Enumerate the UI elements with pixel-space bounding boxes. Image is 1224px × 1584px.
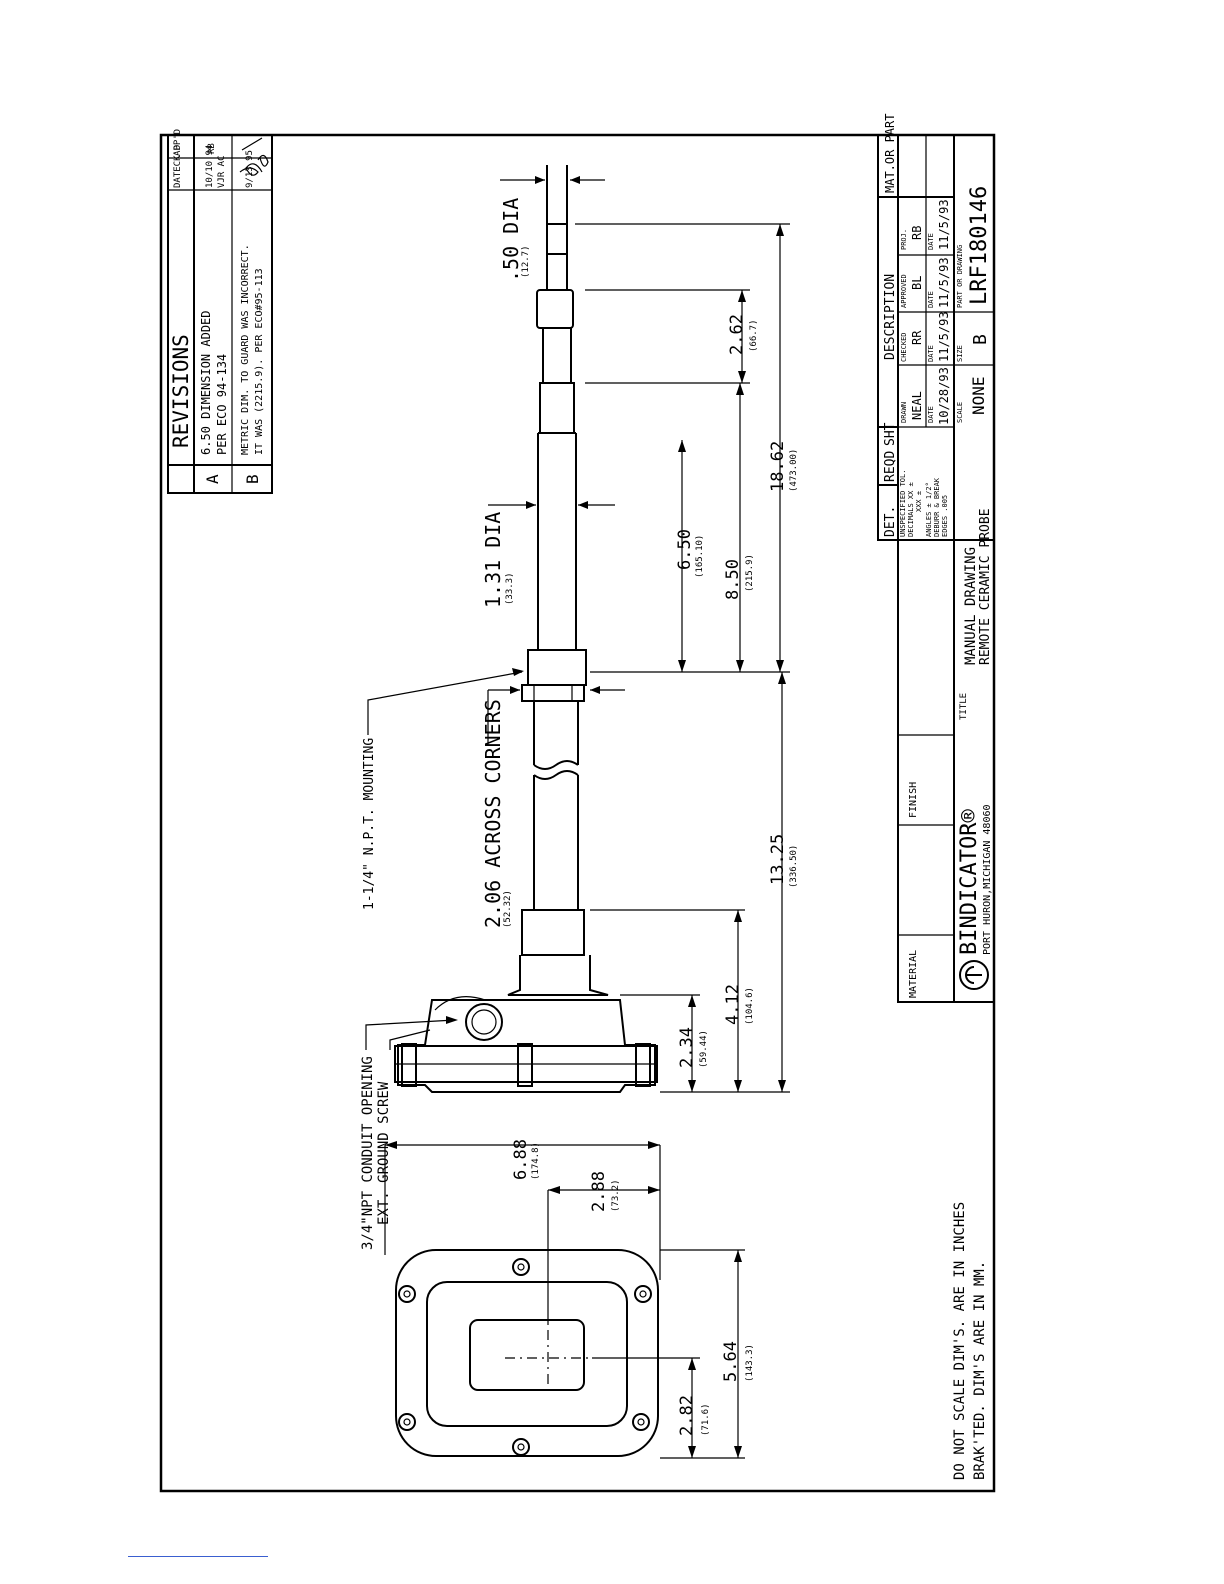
dim-rod-dia: .50 DIA <box>499 198 523 282</box>
dim-288: 2.88 <box>589 1171 609 1212</box>
dim-688-mm: (174.8) <box>531 1142 541 1180</box>
tb-tol1: UNSPECIFIED TOL. <box>899 470 907 537</box>
rev-a-date: 10/10 94 <box>205 145 215 188</box>
dim-564: 5.64 <box>721 1341 741 1382</box>
dim-282-mm: (71.6) <box>701 1403 711 1436</box>
tb-size-label: SIZE <box>956 345 964 362</box>
rev-b-letter: B <box>243 474 262 484</box>
dim-650: 6.50 <box>675 529 695 570</box>
tb-size: B <box>970 334 991 345</box>
dim-650-mm: (165.10) <box>695 535 705 578</box>
tb-mat-part: MAT.OR PART <box>883 114 897 193</box>
note-line-1: DO NOT SCALE DIM'S. ARE IN INCHES <box>952 1202 968 1480</box>
rev-b-date: 9/13 95 <box>245 150 255 188</box>
dim-262-mm: (66.7) <box>749 319 759 352</box>
dim-1325-mm: (336.50) <box>789 845 799 888</box>
approval-signature <box>239 137 269 176</box>
callout-conduit-opening: 3/4"NPT CONDUIT OPENING <box>360 1056 376 1250</box>
dim-234: 2.34 <box>677 1027 697 1068</box>
tb-part-label: PART OR DRAWING <box>956 245 964 308</box>
dim-hex: 2.06 ACROSS CORNERS <box>481 699 505 928</box>
dimension-lines <box>365 176 790 1459</box>
dim-262: 2.62 <box>727 314 747 355</box>
revisions-title: REVISIONS <box>169 334 193 448</box>
tb-approved: BL <box>910 276 924 290</box>
tb-tol4: ANGLES ± 1/2° <box>925 482 933 537</box>
tb-tol6: EDGES .005 <box>941 495 949 537</box>
dim-234-mm: (59.44) <box>699 1030 709 1068</box>
tb-checked: RR <box>910 330 924 345</box>
rev-a-letter: A <box>203 474 222 484</box>
tb-checked-label: CHECKED <box>900 332 908 362</box>
dim-1862-mm: (473.00) <box>789 449 799 492</box>
dim-850-mm: (215.9) <box>745 554 755 592</box>
revisions-block: REVISIONS DATECK'D APP'D A 6.50 DIMENSIO… <box>167 129 273 494</box>
dim-rod-dia-mm: (12.7) <box>521 245 531 278</box>
page-link-underline[interactable] <box>128 1556 268 1557</box>
rev-b-desc2: IT WAS (2215.9). PER ECO#95-113 <box>254 268 265 455</box>
rev-header-datecheck: DATECK'D <box>173 145 183 188</box>
dim-tube-dia: 1.31 DIA <box>481 512 505 608</box>
tb-date-drawn: 10/28/93 <box>937 367 951 425</box>
dim-412-mm: (104.6) <box>745 987 755 1025</box>
callout-npt-mounting: 1-1/4" N.P.T. MOUNTING <box>362 738 377 910</box>
title-block: MAT.OR PART DESCRIPTION DET. REQD SHT UN… <box>877 114 995 1003</box>
rev-header-appd: APP'D <box>173 129 183 156</box>
tb-address: PORT HURON,MICHIGAN 48060 <box>982 804 993 955</box>
tb-date-label-2: DATE <box>927 345 935 362</box>
tb-date-label-3: DATE <box>927 291 935 308</box>
tb-proj-label: PROJ. <box>900 229 908 250</box>
tb-tol5: DEBURR & BREAK <box>933 477 941 537</box>
dim-288-mm: (73.2) <box>611 1179 621 1212</box>
dim-688: 6.88 <box>511 1139 531 1180</box>
tb-description: DESCRIPTION <box>883 274 898 360</box>
dim-tube-dia-mm: (33.3) <box>505 572 515 605</box>
dim-1862: 18.62 <box>768 441 788 492</box>
bolt-holes <box>398 1258 652 1456</box>
tb-reqd: REQD <box>883 451 898 482</box>
tb-part-no: LRF180146 <box>967 186 992 305</box>
tb-scale-label: SCALE <box>956 402 964 423</box>
hex-nut <box>521 684 585 702</box>
rev-a-appd: RB <box>207 143 217 154</box>
rev-a-ckd: VJR AC <box>217 155 227 188</box>
upper-thread <box>527 649 587 686</box>
dim-282: 2.82 <box>677 1395 697 1436</box>
dim-1325: 13.25 <box>768 834 788 885</box>
tb-finish-label: FINISH <box>908 782 919 818</box>
tb-proj: RB <box>910 226 924 240</box>
tb-date-label-4: DATE <box>927 233 935 250</box>
tb-det: DET. <box>883 506 898 537</box>
tb-tol3: XXX ± <box>915 491 923 512</box>
tb-company: BINDICATOR® <box>957 809 982 955</box>
tb-title-line2: REMOTE CERAMIC PROBE <box>978 508 993 665</box>
tb-title-label: TITLE <box>959 693 969 720</box>
note-line-2: BRAK'TED. DIM'S ARE IN MM. <box>972 1261 988 1480</box>
tb-approved-label: APPROVED <box>900 274 908 308</box>
company-logo <box>959 960 989 990</box>
tb-date-proj: 11/5/93 <box>937 199 951 250</box>
tb-title-line1: MANUAL DRAWING <box>963 547 979 665</box>
tb-material-label: MATERIAL <box>908 950 919 998</box>
tb-drawn-label: DRAWN <box>900 402 908 423</box>
probe-side-view <box>394 165 658 1093</box>
dim-564-mm: (143.3) <box>745 1344 755 1382</box>
callout-ground-screw: EXT. GROUND SCREW <box>376 1081 392 1225</box>
tb-tol2: DECIMALS XX ± <box>907 482 915 537</box>
tb-date-checked: 11/5/93 <box>937 311 951 362</box>
tb-date-approved: 11/5/93 <box>937 257 951 308</box>
dimension-labels: .50 DIA (12.7) 2.62 (66.7) 18.62 (473.00… <box>360 198 988 1480</box>
tb-drawn: NEAL <box>910 391 924 420</box>
housing-front-view <box>395 1249 659 1457</box>
rev-a-desc2: PER ECO 94-134 <box>215 354 229 455</box>
tb-sht: SHT <box>883 422 898 446</box>
rev-a-desc1: 6.50 DIMENSION ADDED <box>199 311 213 456</box>
tb-date-label-1: DATE <box>927 406 935 423</box>
tb-scale: NONE <box>969 376 988 415</box>
dim-850: 8.50 <box>723 559 743 600</box>
dim-hex-mm: (52.32) <box>503 890 513 928</box>
dim-412: 4.12 <box>723 984 743 1025</box>
rev-b-desc1: METRIC DIM. TO GUARD WAS INCORRECT. <box>240 244 251 455</box>
